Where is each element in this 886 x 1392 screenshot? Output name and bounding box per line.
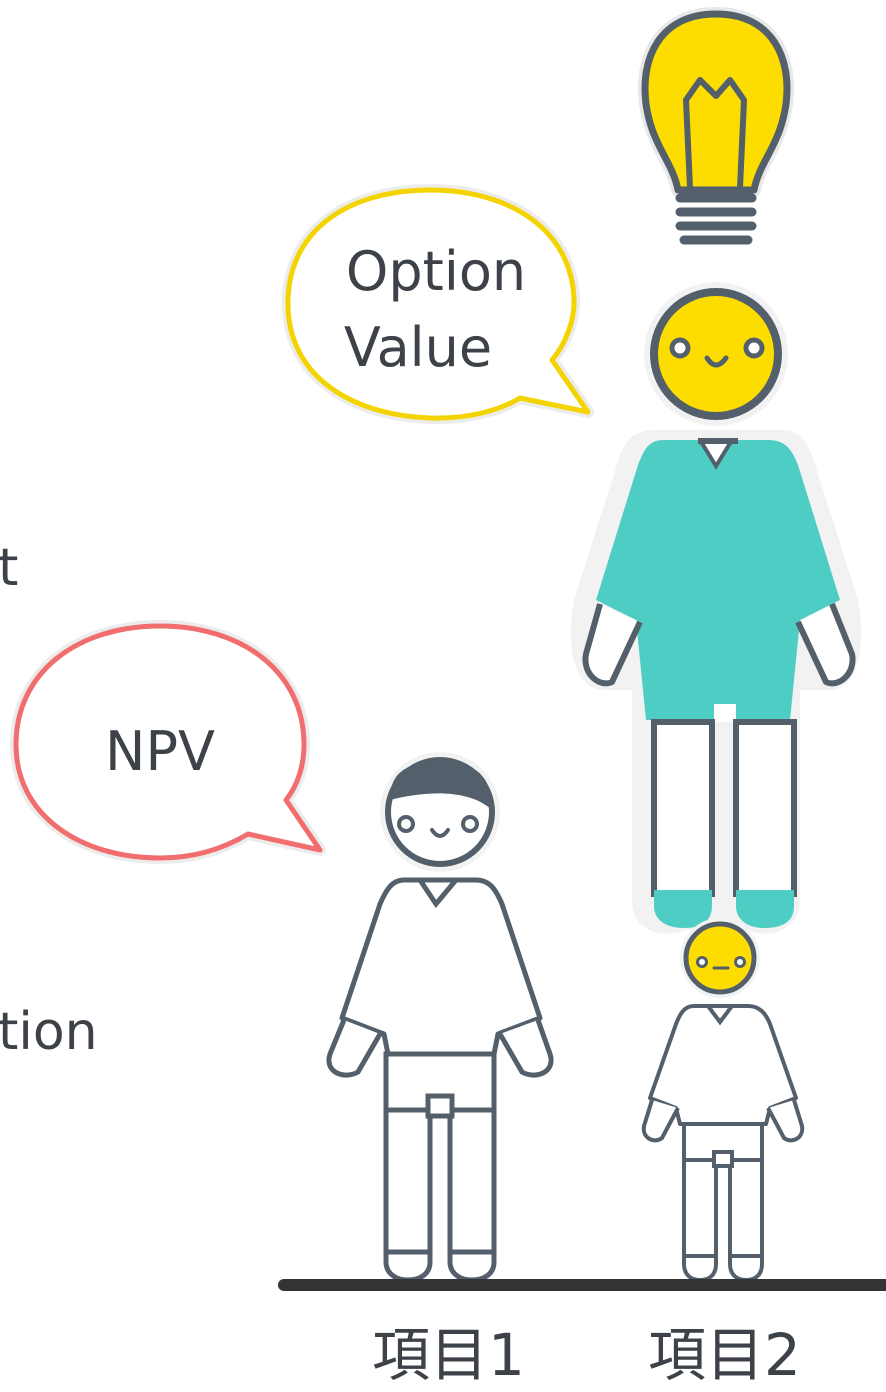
sad-face-icon <box>683 921 757 995</box>
option-value-line2: Value <box>344 316 492 379</box>
option-value-bubble: Option Value <box>281 184 594 425</box>
axis-label-item2: 項目2 <box>648 1321 801 1389</box>
npv-label: NPV <box>105 720 215 783</box>
npv-bubble: NPV <box>10 620 326 864</box>
cropped-text-upper: t <box>0 538 19 598</box>
medium-person <box>326 752 554 1283</box>
lightbulb-icon <box>638 7 794 245</box>
tall-teal-person <box>570 282 862 934</box>
axis-label-item1: 項目1 <box>372 1321 525 1389</box>
happy-face-icon <box>650 288 782 420</box>
option-value-line1: Option <box>346 240 526 303</box>
cropped-text-lower: tion <box>0 1002 98 1062</box>
small-person <box>641 918 805 1283</box>
